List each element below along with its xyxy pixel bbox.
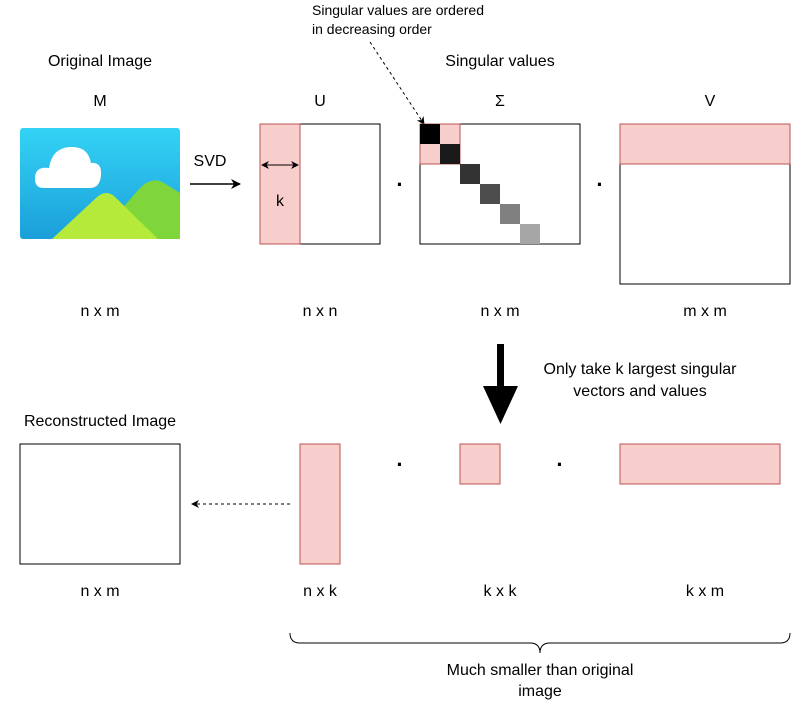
- svd-label: SVD: [194, 153, 227, 170]
- sigma-diagonal: [420, 124, 540, 244]
- U-k-matrix: [299, 443, 341, 565]
- summary-line2: image: [518, 683, 562, 700]
- cloud-shape: [34, 146, 102, 188]
- ordering-note-line1: Singular values are ordered: [312, 2, 484, 18]
- dim-U-label: n x n: [303, 303, 338, 320]
- reconstructed-image-box: [19, 443, 181, 565]
- front-hill-shape: [52, 192, 158, 239]
- matrix-M-label: M: [93, 93, 106, 110]
- arrow-down-icon: [483, 344, 518, 424]
- singular-value-square: [480, 184, 500, 204]
- dim-Uk-label: n x k: [303, 583, 338, 600]
- dim-V-label: m x m: [683, 303, 727, 320]
- k-label: k: [276, 193, 285, 210]
- singular-value-square: [520, 224, 540, 244]
- truncation-note-line2: vectors and values: [573, 383, 706, 400]
- summary-brace: [289, 632, 791, 654]
- V-k-matrix: [619, 443, 781, 485]
- image-icon: [20, 128, 180, 239]
- Sigma-k-matrix: [459, 443, 501, 485]
- dim-Sigma-label: n x m: [480, 303, 519, 320]
- dim-M-label: n x m: [80, 303, 119, 320]
- multiply-dot-3: ·: [396, 452, 403, 477]
- matrix-V: [619, 123, 791, 285]
- ordering-note-line2: in decreasing order: [312, 21, 432, 37]
- multiply-dot-2: ·: [596, 172, 603, 197]
- V-first-k-rows: [619, 123, 791, 165]
- matrix-U: k: [259, 123, 381, 245]
- dim-reconstructed-label: n x m: [80, 583, 119, 600]
- truncation-note-line1: Only take k largest singular: [544, 361, 738, 378]
- singular-value-square: [500, 204, 520, 224]
- singular-value-square: [460, 164, 480, 184]
- original-image-label: Original Image: [48, 53, 152, 70]
- matrix-Sigma: [419, 123, 581, 245]
- singular-value-square: [440, 144, 460, 164]
- ordering-note-arrow: [369, 41, 425, 125]
- singular-value-square: [420, 124, 440, 144]
- matrix-U-label: U: [314, 93, 326, 110]
- multiply-dot-1: ·: [396, 172, 403, 197]
- U-first-k-columns: [259, 123, 301, 245]
- summary-line1: Much smaller than original: [447, 662, 634, 679]
- reconstructed-image-label: Reconstructed Image: [24, 413, 176, 430]
- matrix-V-label: V: [705, 93, 716, 110]
- dim-Sigmak-label: k x k: [484, 583, 518, 600]
- matrix-Sigma-label: Σ: [495, 93, 505, 110]
- dim-Vk-label: k x m: [686, 583, 724, 600]
- multiply-dot-4: ·: [556, 452, 563, 477]
- singular-values-label: Singular values: [445, 53, 554, 70]
